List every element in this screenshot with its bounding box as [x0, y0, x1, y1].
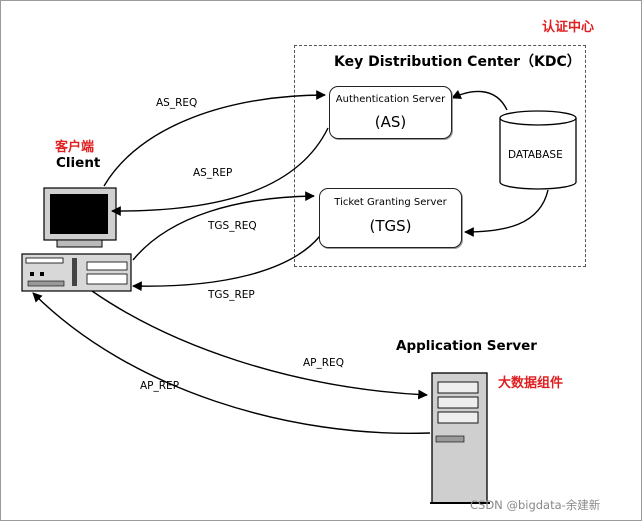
ap-req-label: AP_REQ: [303, 357, 344, 369]
db-to-tgs-arrow: [464, 189, 549, 237]
database-cylinder-icon: [499, 110, 577, 190]
client-en-label: Client: [56, 155, 101, 171]
app-server-cn-label: 大数据组件: [498, 376, 564, 391]
as-req-label: AS_REQ: [156, 97, 198, 109]
watermark: CSDN @bigdata-余建新: [470, 498, 601, 512]
authentication-server-node: Authentication Server (AS): [329, 86, 452, 139]
tgs-rep-label: TGS_REP: [208, 289, 255, 301]
tgs-abbr: (TGS): [369, 217, 412, 235]
client-computer-icon: [21, 187, 132, 292]
app-server-tower-icon: [430, 372, 490, 504]
ap-rep-arrow: [32, 292, 431, 435]
tgs-req-label: TGS_REQ: [208, 220, 257, 232]
ap-req-arrow: [91, 290, 428, 400]
kdc-cn-label: 认证中心: [542, 20, 595, 35]
as-abbr: (AS): [374, 113, 407, 131]
ap-rep-label: AP_REP: [140, 380, 180, 392]
as-rep-label: AS_REP: [193, 167, 233, 179]
kdc-title: Key Distribution Center（KDC）: [334, 54, 581, 70]
tgs-rep-arrow: [132, 235, 321, 292]
kdc-boundary: [294, 45, 586, 267]
tgs-name: Ticket Granting Server: [334, 197, 447, 208]
as-rep-arrow: [111, 127, 329, 216]
database-label: DATABASE: [508, 149, 563, 161]
ticket-granting-server-node: Ticket Granting Server (TGS): [319, 188, 462, 248]
app-server-en-label: Application Server: [396, 338, 537, 354]
tgs-req-arrow: [132, 191, 315, 261]
db-to-as-arrow: [451, 89, 508, 111]
client-cn-label: 客户端: [55, 140, 95, 155]
as-name: Authentication Server: [335, 94, 446, 105]
as-req-arrow: [103, 90, 326, 187]
